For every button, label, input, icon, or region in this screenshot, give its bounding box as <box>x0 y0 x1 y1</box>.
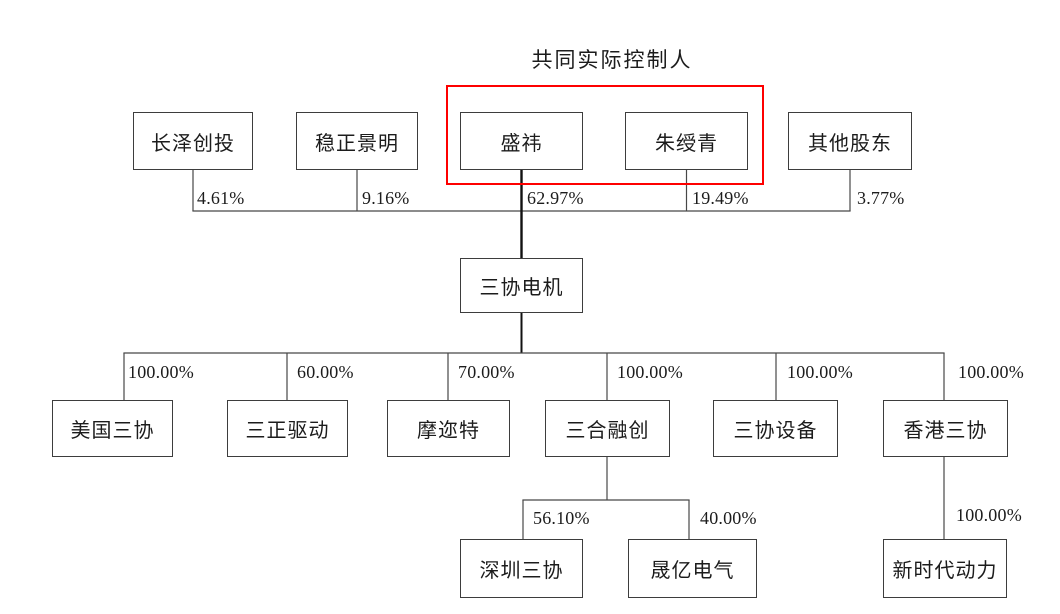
subsidiary-pct-1: 100.00% <box>128 362 194 382</box>
diagram-title: 共同实际控制人 <box>531 48 693 72</box>
shareholder-box-1: 长泽创投 <box>133 112 253 170</box>
subsidiary-box-3: 摩迩特 <box>387 400 510 457</box>
sub-subsidiary-pct-1: 56.10% <box>533 508 590 528</box>
ownership-label-2: 9.16% <box>362 188 410 208</box>
controllers-highlight-rect <box>446 85 764 185</box>
shareholder-box-3: 盛祎 <box>460 112 583 170</box>
subsidiary-pct-6: 100.00% <box>958 362 1024 382</box>
sub-subsidiary-pct-2: 40.00% <box>700 508 757 528</box>
subsidiary-pct-2: 60.00% <box>297 362 354 382</box>
subsidiary-pct-5: 100.00% <box>787 362 853 382</box>
subsidiary-connectors <box>123 352 945 400</box>
sub-subsidiary-box-2: 晟亿电气 <box>628 539 757 598</box>
ownership-label-5: 3.77% <box>857 188 905 208</box>
sub-subsidiary-connectors <box>522 457 945 539</box>
sub-subsidiary-box-3: 新时代动力 <box>883 539 1007 598</box>
shareholder-box-4: 朱绶青 <box>625 112 748 170</box>
sub-subsidiary-pct-3: 100.00% <box>956 505 1022 525</box>
sub-subsidiary-box-1: 深圳三协 <box>460 539 583 598</box>
subsidiary-box-2: 三正驱动 <box>227 400 348 457</box>
shareholder-box-2: 稳正景明 <box>296 112 418 170</box>
ownership-label-1: 4.61% <box>197 188 245 208</box>
ownership-label-4: 19.49% <box>692 188 749 208</box>
subsidiary-pct-4: 100.00% <box>617 362 683 382</box>
subsidiary-box-6: 香港三协 <box>883 400 1008 457</box>
shareholder-box-5: 其他股东 <box>788 112 912 170</box>
subsidiary-box-1: 美国三协 <box>52 400 173 457</box>
subsidiary-box-5: 三协设备 <box>713 400 838 457</box>
parent-company-box: 三协电机 <box>460 258 583 313</box>
ownership-label-3: 62.97% <box>527 188 584 208</box>
subsidiary-pct-3: 70.00% <box>458 362 515 382</box>
subsidiary-box-4: 三合融创 <box>545 400 670 457</box>
